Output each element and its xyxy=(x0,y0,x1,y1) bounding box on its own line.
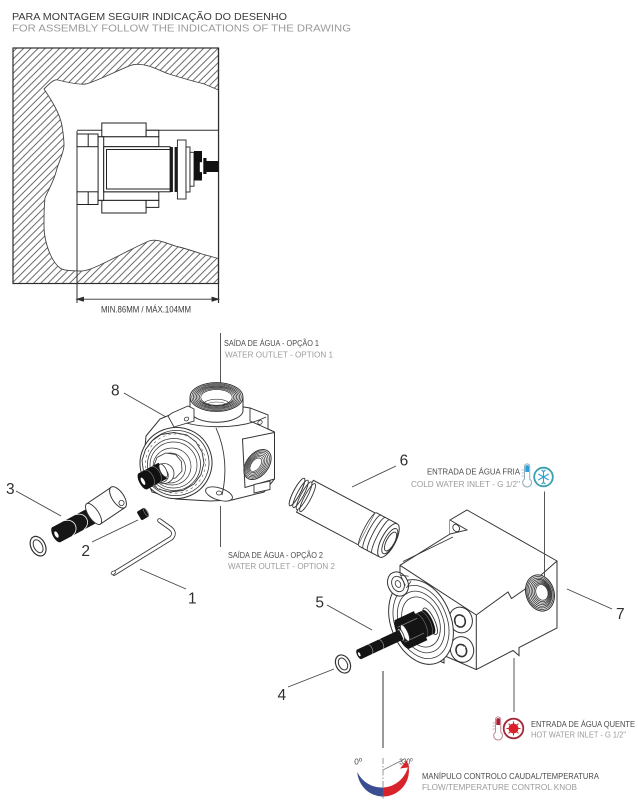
svg-text:1: 1 xyxy=(188,590,197,607)
svg-text:ENTRADA DE ÁGUA QUENTE: ENTRADA DE ÁGUA QUENTE xyxy=(531,720,635,729)
svg-text:WATER OUTLET - OPTION 1: WATER OUTLET - OPTION 1 xyxy=(225,350,334,359)
svg-text:COLD WATER INLET - G 1/2": COLD WATER INLET - G 1/2" xyxy=(411,480,520,489)
svg-text:HOT WATER INLET - G 1/2": HOT WATER INLET - G 1/2" xyxy=(531,731,626,740)
svg-text:2: 2 xyxy=(81,543,90,560)
svg-text:ENTRADA DE ÁGUA FRIA: ENTRADA DE ÁGUA FRIA xyxy=(427,467,521,476)
svg-text:FOR ASSEMBLY FOLLOW THE INDICA: FOR ASSEMBLY FOLLOW THE INDICATIONS OF T… xyxy=(12,24,351,35)
svg-text:MIN.86MM / MÁX.104MM: MIN.86MM / MÁX.104MM xyxy=(101,305,191,315)
svg-text:WATER OUTLET - OPTION 2: WATER OUTLET - OPTION 2 xyxy=(228,562,336,571)
svg-text:3: 3 xyxy=(6,481,15,498)
svg-text:6: 6 xyxy=(400,452,409,469)
svg-text:5: 5 xyxy=(315,595,324,612)
svg-text:SAÍDA DE ÁGUA - OPÇÃO 2: SAÍDA DE ÁGUA - OPÇÃO 2 xyxy=(228,551,324,560)
svg-text:PARA MONTAGEM SEGUIR INDICAÇÃO: PARA MONTAGEM SEGUIR INDICAÇÃO DO DESENH… xyxy=(12,10,287,23)
svg-text:0º: 0º xyxy=(354,757,362,767)
svg-text:8: 8 xyxy=(111,382,120,399)
svg-text:7: 7 xyxy=(616,606,625,623)
svg-text:FLOW/TEMPERATURE CONTROL KNOB: FLOW/TEMPERATURE CONTROL KNOB xyxy=(422,783,577,792)
svg-text:4: 4 xyxy=(278,687,287,704)
svg-text:MANÍPULO CONTROLO CAUDAL/TEMPE: MANÍPULO CONTROLO CAUDAL/TEMPERATURA xyxy=(422,772,600,781)
svg-text:SAÍDA DE ÁGUA - OPÇÃO 1: SAÍDA DE ÁGUA - OPÇÃO 1 xyxy=(224,339,320,348)
